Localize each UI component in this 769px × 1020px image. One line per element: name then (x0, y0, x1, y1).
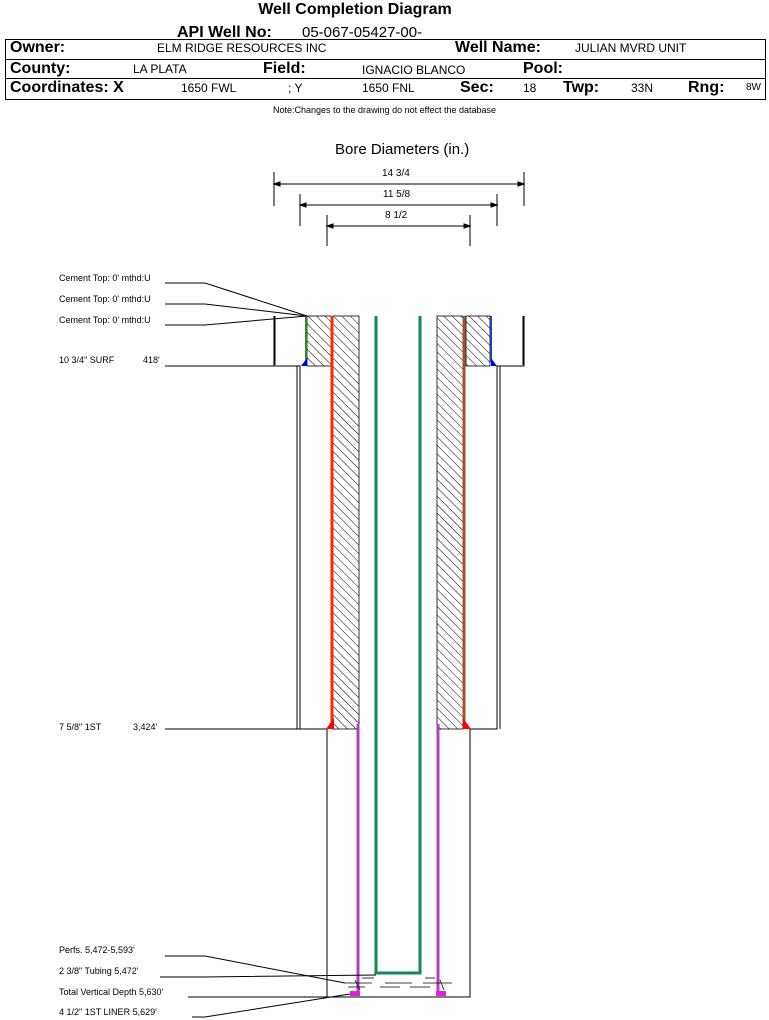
bore-dimension-lines (272, 172, 526, 246)
coord-x-value: 1650 FWL (181, 81, 237, 95)
surface-casing-label: 10 3/4" SURF (59, 355, 115, 365)
well-name-label: Well Name: (455, 39, 541, 56)
liner-shoe-right (436, 991, 446, 996)
bore-dim-2: 11 5/8 (383, 189, 411, 200)
api-label: API Well No: (177, 24, 272, 41)
coord-x-label: Coordinates: X (10, 79, 124, 96)
intermediate-shoe-left (326, 718, 334, 729)
bore-dim-1: 14 3/4 (382, 168, 410, 179)
owner-label: Owner: (10, 39, 66, 56)
diagram-title: Well Completion Diagram (258, 1, 452, 18)
intermediate-cement-right (436, 315, 464, 730)
database-note: Note:Changes to the drawing do not effec… (273, 105, 496, 115)
surface-shoe-left (301, 358, 307, 366)
rng-label: Rng: (688, 79, 725, 96)
county-value: LA PLATA (133, 62, 187, 76)
api-value: 05-067-05427-00- (302, 24, 423, 41)
sec-label: Sec: (460, 79, 494, 96)
tubing (374, 316, 422, 975)
surface-shoe-right (491, 358, 497, 366)
owner-value: ELM RIDGE RESOURCES INC (157, 41, 327, 55)
leader-lines (160, 282, 377, 1018)
pool-label: Pool: (523, 60, 563, 77)
cement-top-label-3: Cement Top: 0' mthd:U (59, 315, 151, 325)
tubing-label: 2 3/8" Tubing 5,472' (59, 966, 139, 976)
intermediate-shoe-right (463, 718, 471, 729)
tvd-label: Total Vertical Depth 5,630' (59, 987, 164, 997)
bore-dim-3: 8 1/2 (385, 210, 408, 221)
surface-cement-right (465, 315, 491, 367)
field-label: Field: (263, 60, 306, 77)
coord-y-label: ; Y (288, 81, 303, 95)
liner-shoe-left (350, 991, 360, 996)
county-label: County: (10, 60, 71, 77)
sec-value: 18 (523, 81, 537, 95)
surface-cement-left (306, 315, 332, 367)
intermediate-cement-left (332, 315, 360, 730)
coord-y-value: 1650 FNL (362, 81, 415, 95)
well-info-table (5, 39, 766, 100)
intermediate-casing-depth: 3,424' (133, 722, 158, 732)
field-value: IGNACIO BLANCO (362, 63, 466, 77)
bore-outline (273, 316, 525, 998)
cement-top-label-1: Cement Top: 0' mthd:U (59, 273, 151, 283)
surface-casing-depth: 418' (143, 355, 160, 365)
twp-label: Twp: (563, 79, 600, 96)
intermediate-casing-label: 7 5/8" 1ST (59, 722, 102, 732)
cement-top-label-2: Cement Top: 0' mthd:U (59, 294, 151, 304)
twp-value: 33N (631, 81, 654, 95)
perforations (345, 977, 452, 991)
well-name-value: JULIAN MVRD UNIT (575, 41, 687, 55)
liner-label: 4 1/2" 1ST LINER 5,629' (59, 1007, 157, 1017)
bore-diameters-title: Bore Diameters (in.) (335, 141, 470, 158)
rng-value: 8W (746, 82, 761, 93)
perfs-label: Perfs. 5,472-5,593' (59, 945, 135, 955)
